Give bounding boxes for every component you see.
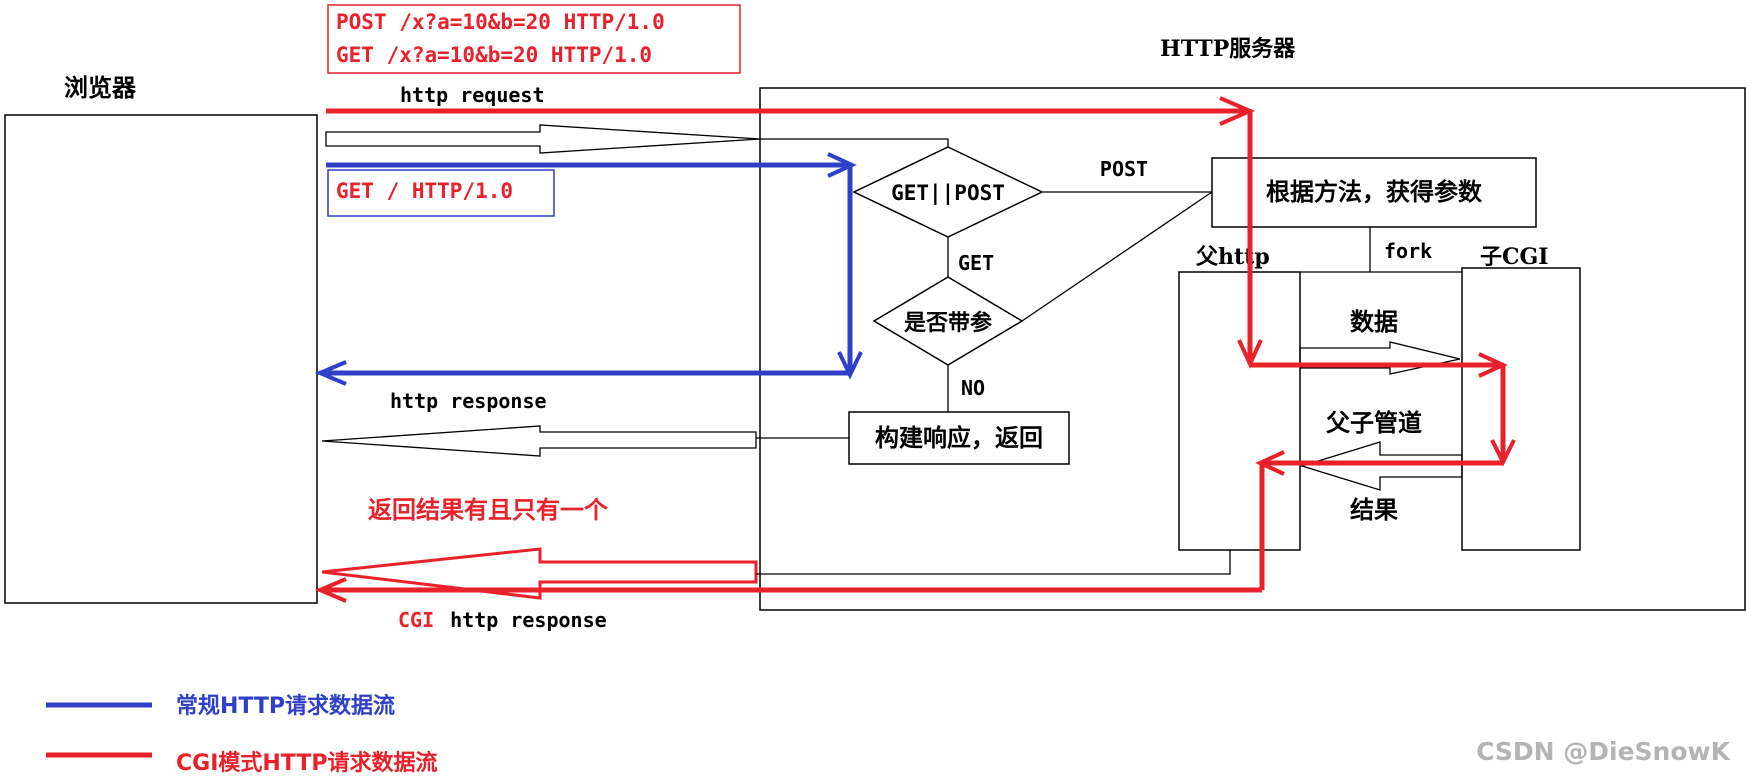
get-edge-label: GET: [958, 251, 994, 275]
response-hollow-arrow: [321, 425, 757, 457]
watermark-text: CSDN @DieSnowK: [1476, 737, 1732, 766]
parent-to-cgi-response-line: [756, 550, 1231, 575]
browser-box: [4, 114, 318, 604]
plain-get-box: [327, 169, 555, 217]
data-edge-label: 数据: [1350, 308, 1398, 336]
request-to-decision-line: [760, 138, 949, 147]
legend-cgi-label: CGI模式HTTP请求数据流: [176, 750, 437, 776]
no-edge-label: NO: [961, 376, 985, 400]
browser-title: 浏览器: [64, 74, 137, 102]
child-cgi-box: [1461, 267, 1581, 551]
server-title: HTTP服务器: [1160, 36, 1296, 62]
http-response-label: http response: [390, 389, 547, 413]
cgi-request-box: [327, 4, 741, 74]
result-edge-label: 结果: [1350, 496, 1398, 524]
fork-edge-label: fork: [1384, 239, 1432, 263]
parent-http-box: [1178, 271, 1301, 551]
has-params-edge: [1021, 191, 1213, 322]
get-request-line: GET /x?a=10&b=20 HTTP/1.0: [336, 43, 652, 67]
pipe-label: 父子管道: [1326, 409, 1422, 437]
server-box: [759, 87, 1746, 611]
legend-regular-label: 常规HTTP请求数据流: [176, 693, 395, 719]
cgi-response-label: CGI http response: [398, 608, 607, 632]
cgi-response-arrowhead: [314, 577, 347, 603]
params-decision-label: 是否带参: [904, 310, 992, 336]
post-edge-label: POST: [1100, 157, 1148, 181]
method-decision-label: GET||POST: [891, 181, 1005, 206]
build-response-label: 构建响应，返回: [875, 424, 1043, 452]
result-hollow-arrow: [1299, 441, 1463, 491]
cgi-response-suffix: http response: [450, 608, 607, 632]
plain-get-line: GET / HTTP/1.0: [336, 179, 513, 203]
regular-response-arrowhead: [314, 360, 347, 386]
post-request-line: POST /x?a=10&b=20 HTTP/1.0: [336, 10, 665, 34]
data-hollow-arrow: [1299, 341, 1461, 375]
parent-http-label: 父http: [1196, 244, 1270, 270]
cgi-hollow-response-arrow: [321, 547, 758, 600]
http-request-label: http request: [400, 83, 545, 107]
get-params-box: [1211, 157, 1537, 228]
single-result-note: 返回结果有且只有一个: [368, 496, 609, 524]
request-hollow-arrow: [325, 124, 761, 154]
child-cgi-label: 子CGI: [1480, 244, 1549, 270]
get-params-label: 根据方法，获得参数: [1266, 178, 1483, 206]
cgi-response-prefix: CGI: [398, 608, 434, 632]
